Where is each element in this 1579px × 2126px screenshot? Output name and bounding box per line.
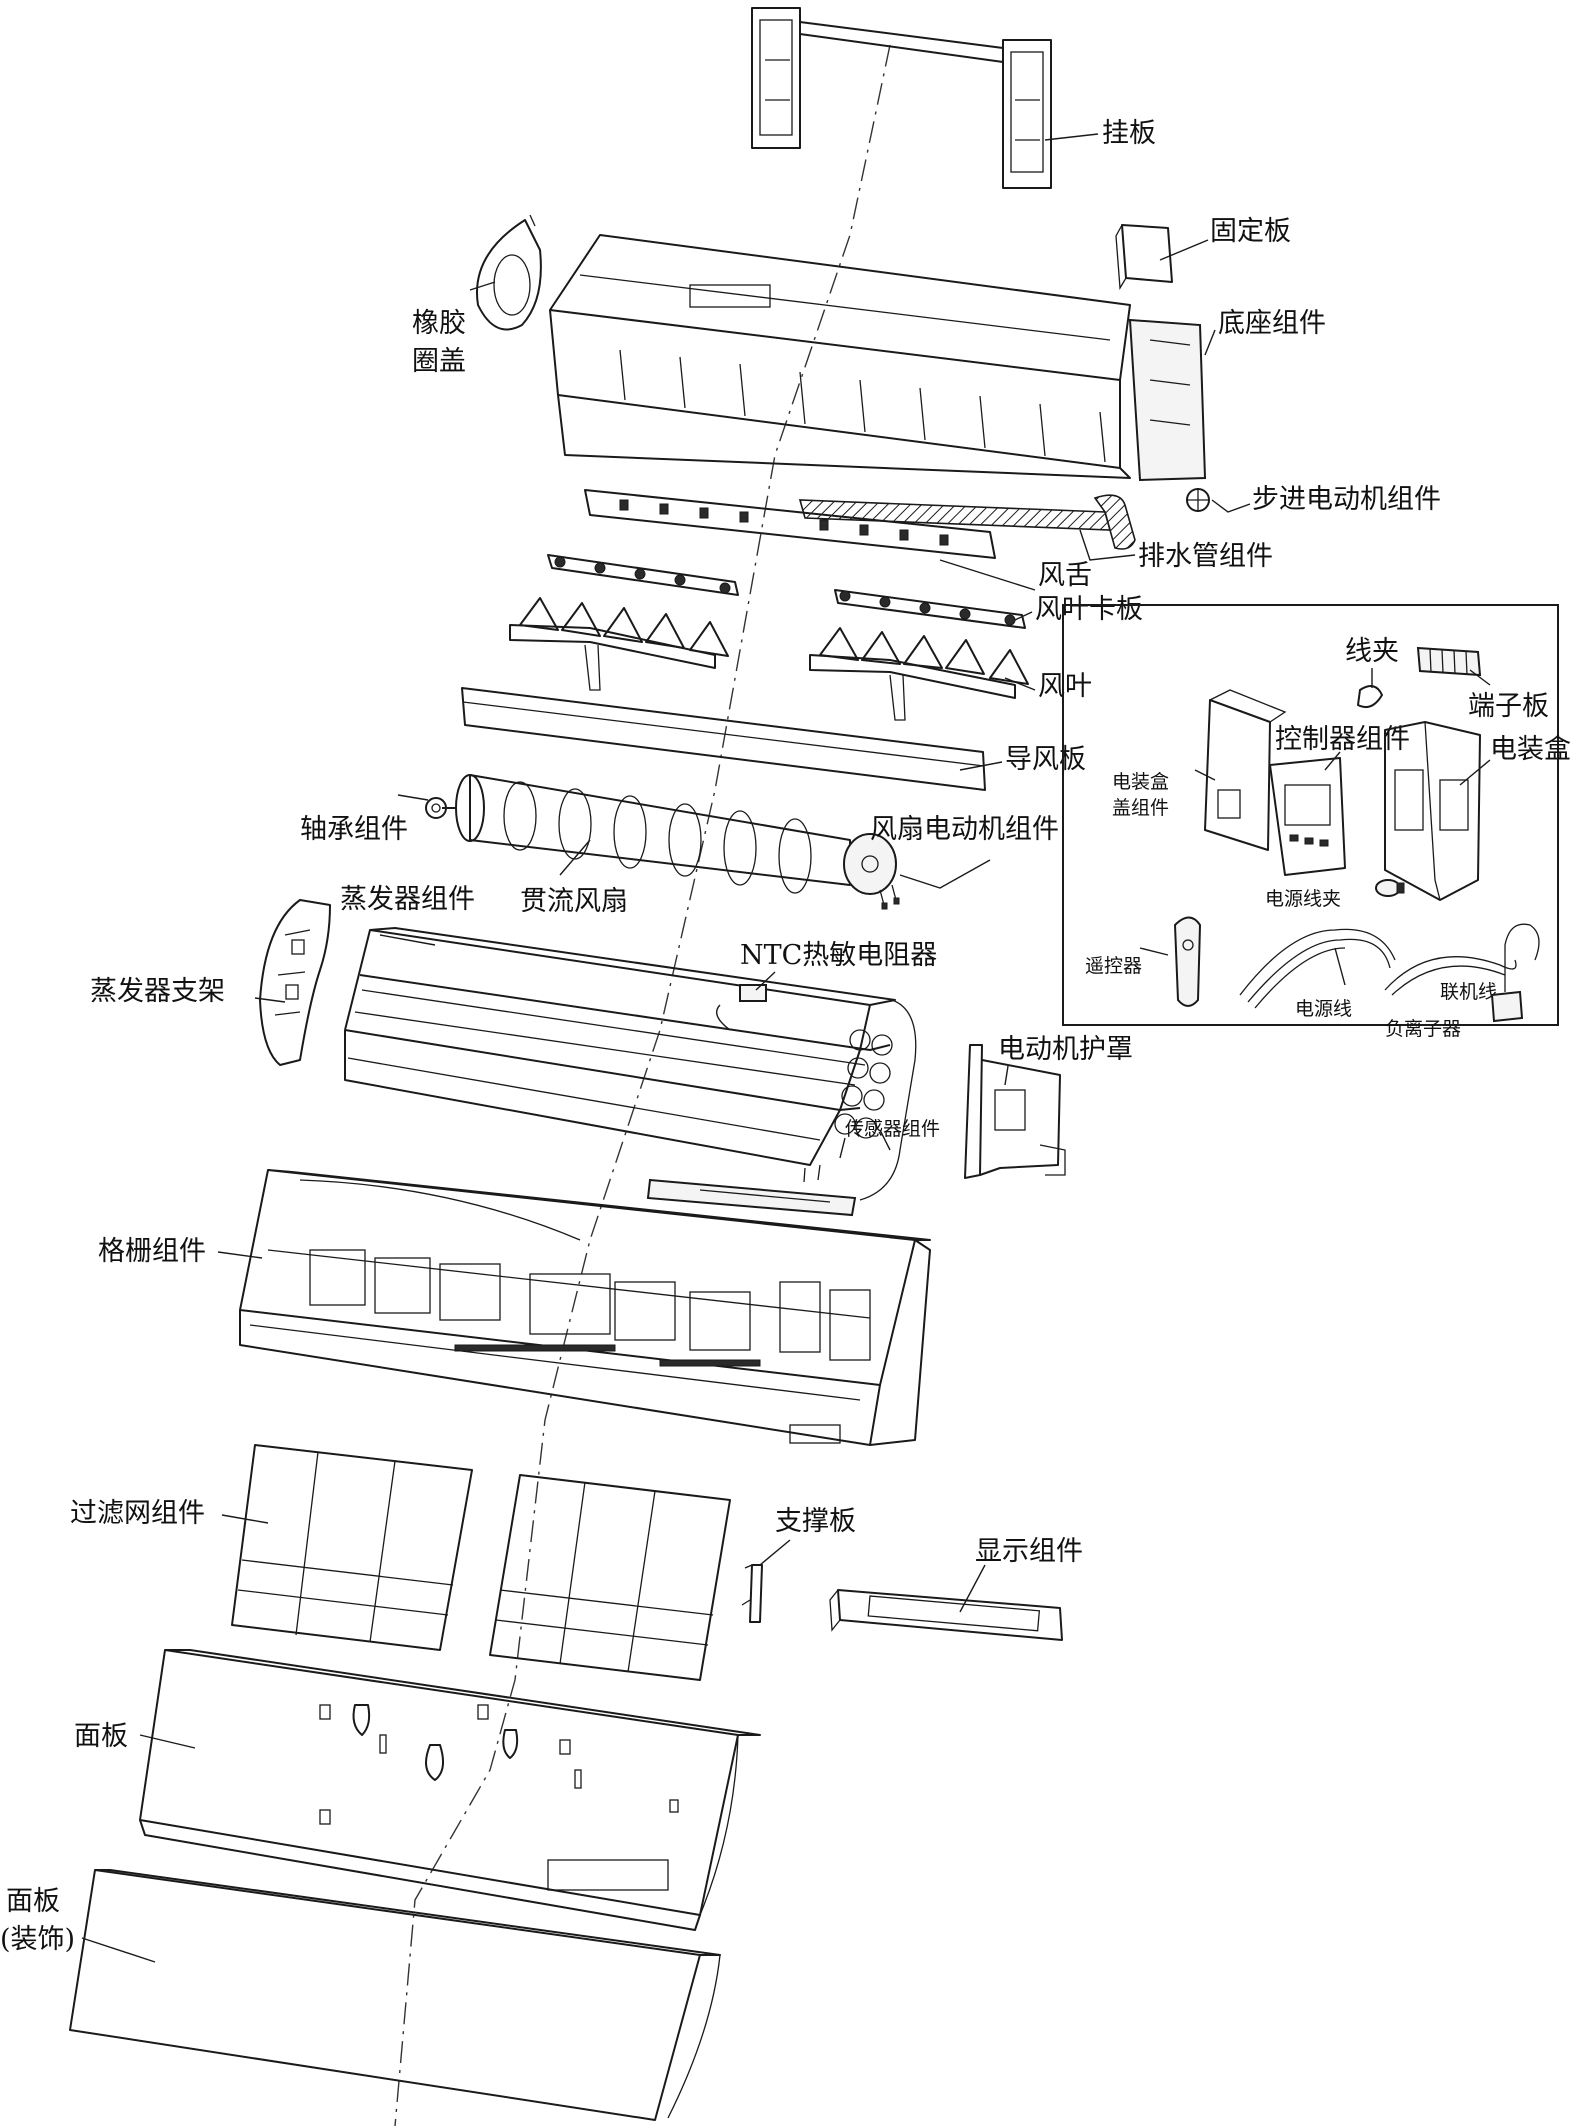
air-tongue-part bbox=[584, 489, 996, 559]
cross-flow-fan-part bbox=[442, 774, 851, 894]
vane-right-part bbox=[809, 627, 1029, 721]
drain-pipe-part bbox=[798, 494, 1136, 550]
connection-wire-part bbox=[1384, 956, 1517, 996]
display-part bbox=[829, 1589, 1063, 1641]
label-dizuo: 底座组件 bbox=[1218, 308, 1326, 339]
electrical-box-cover-part bbox=[1204, 689, 1287, 851]
decor-panel-part bbox=[69, 1869, 721, 2121]
electrical-parts-frame bbox=[1062, 604, 1559, 1026]
label-guanliu: 贯流风扇 bbox=[520, 886, 628, 917]
label-guaban: 挂板 bbox=[1102, 118, 1156, 149]
chassis-part bbox=[549, 234, 1207, 482]
label-geshan: 格栅组件 bbox=[98, 1236, 206, 1267]
blade-clamp-right-part bbox=[834, 589, 1026, 629]
stepper-motor-part bbox=[1186, 488, 1210, 512]
label-dianyuanxian: 电源线 bbox=[1295, 998, 1352, 1020]
label-dzh-gai-1: 电装盒 bbox=[1112, 771, 1169, 793]
label-dianyuan-xianjia: 电源线夹 bbox=[1265, 888, 1341, 910]
assembly-axis bbox=[394, 44, 891, 2126]
label-fulizi: 负离子器 bbox=[1385, 1018, 1461, 1040]
sensor-part bbox=[646, 1164, 857, 1217]
label-fengye: 风叶 bbox=[1038, 671, 1092, 702]
electrical-box-part bbox=[1384, 721, 1481, 901]
front-panel-part bbox=[139, 1649, 761, 1931]
label-yaokongqi: 遥控器 bbox=[1085, 955, 1142, 977]
grille-part bbox=[239, 1169, 931, 1446]
ionizer-part bbox=[1490, 923, 1540, 1023]
evaporator-bracket-part bbox=[259, 899, 331, 1066]
label-fengshe: 风舌 bbox=[1038, 560, 1092, 591]
label-zhichengban: 支撑板 bbox=[775, 1506, 856, 1537]
label-mianban: 面板 bbox=[74, 1721, 128, 1752]
label-zhengfaqi: 蒸发器组件 bbox=[340, 884, 475, 915]
label-mianban-zs-1: 面板 bbox=[6, 1886, 60, 1917]
wire-clip-part bbox=[1357, 685, 1383, 708]
evaporator-part bbox=[344, 927, 917, 1201]
label-paishui: 排水管组件 bbox=[1138, 541, 1273, 572]
label-ntc: NTC热敏电阻器 bbox=[740, 940, 937, 971]
filter-right-part bbox=[489, 1474, 731, 1681]
filter-left-part bbox=[231, 1444, 473, 1651]
label-dianzhuanghe: 电装盒 bbox=[1490, 734, 1571, 765]
label-fengshan-dianji: 风扇电动机组件 bbox=[870, 814, 1059, 845]
vane-left-part bbox=[509, 597, 729, 691]
control-board-part bbox=[1269, 757, 1346, 876]
label-guolvwang: 过滤网组件 bbox=[70, 1498, 205, 1529]
label-chuanganqi: 传感器组件 bbox=[845, 1118, 940, 1140]
label-mianban-zs-2: (装饰) bbox=[0, 1924, 75, 1955]
label-lianjixian: 联机线 bbox=[1440, 981, 1497, 1003]
label-dianjihuzhao: 电动机护罩 bbox=[998, 1034, 1133, 1065]
support-plate-part bbox=[741, 1564, 763, 1623]
power-cord-part bbox=[1239, 928, 1396, 1009]
blade-clamp-left-part bbox=[547, 554, 739, 596]
label-daofengban: 导风板 bbox=[1005, 744, 1086, 775]
terminal-block-part bbox=[1416, 646, 1482, 677]
air-guide-plate-part bbox=[461, 687, 986, 791]
label-duanziban: 端子板 bbox=[1468, 691, 1549, 722]
fixing-plate-part bbox=[1115, 224, 1173, 291]
rubber-cap-part bbox=[476, 214, 542, 331]
mounting-plate-part bbox=[751, 7, 1052, 189]
fan-motor-part bbox=[843, 833, 900, 910]
label-zhoucheng: 轴承组件 bbox=[300, 814, 408, 845]
label-zhengfaqi-zhijia: 蒸发器支架 bbox=[90, 976, 225, 1007]
label-xiangjiao-1: 橡胶 bbox=[412, 308, 466, 339]
power-cord-clip-part bbox=[1375, 879, 1405, 897]
label-gudingban: 固定板 bbox=[1210, 216, 1291, 247]
label-xianshi: 显示组件 bbox=[975, 1536, 1083, 1567]
label-xianjia: 线夹 bbox=[1345, 636, 1399, 667]
label-xiangjiao-2: 圈盖 bbox=[412, 346, 466, 377]
label-bujin: 步进电动机组件 bbox=[1252, 484, 1441, 515]
remote-control-part bbox=[1173, 916, 1202, 1007]
label-dzh-gai-2: 盖组件 bbox=[1112, 797, 1169, 819]
label-fengyekaban: 风叶卡板 bbox=[1035, 594, 1143, 625]
motor-cover-part bbox=[964, 1044, 1066, 1179]
